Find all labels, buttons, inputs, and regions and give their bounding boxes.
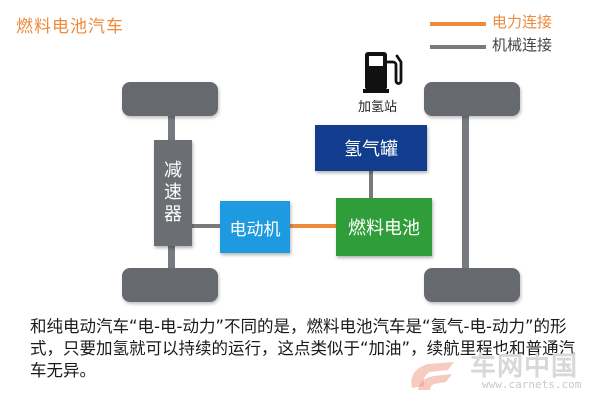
reducer-char-2: 速 [164,182,182,203]
watermark-url: www.carnets.com [482,378,582,391]
reducer-char-3: 器 [164,204,182,225]
motor-fuelcell-link [290,224,338,228]
wheel-front-right [424,82,520,116]
wheel-front-left [122,82,218,116]
reducer-char-1: 减 [164,160,182,181]
fuel-cell-box: 燃料电池 [336,198,432,256]
legend-electric-line [430,22,486,26]
motor-box: 电动机 [220,201,290,253]
reducer-motor-link [190,224,222,228]
legend-electric-label: 电力连接 [492,13,553,31]
diagram-title: 燃料电池汽车 [16,17,124,37]
fuel-pump-icon [363,52,403,93]
right-axle [462,110,469,276]
station-label: 加氢站 [358,100,398,115]
tank-fuelcell-link [369,170,373,200]
wheel-rear-left [122,268,218,302]
watermark-logo-icon [411,362,454,390]
caption-text: 和纯电动汽车“电-电-动力”不同的是，燃料电池汽车是“氢气-电-动力”的形式，只… [30,317,576,380]
watermark-name: 车网中国 [470,352,579,382]
hydrogen-tank-box: 氢气罐 [315,125,427,171]
legend-mechanical-label: 机械连接 [492,36,553,54]
legend-mechanical-line [430,45,486,49]
wheel-rear-right [424,268,520,302]
reducer-box: 减 速 器 [154,140,192,246]
